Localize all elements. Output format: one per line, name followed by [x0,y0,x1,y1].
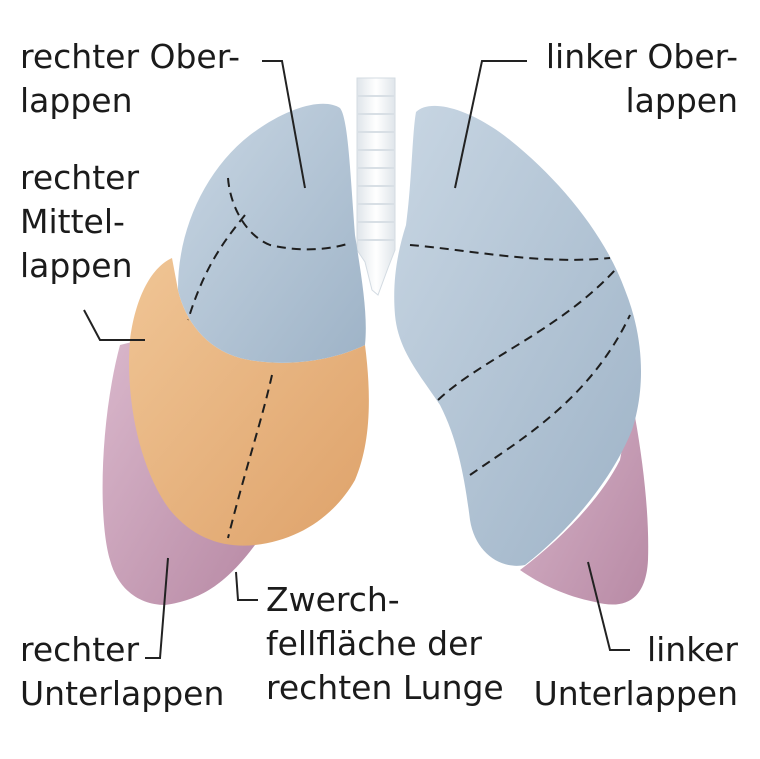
leader-right-middle [83,309,145,341]
right-lung [102,103,369,605]
leader-right-lower [145,557,169,659]
left-lower-lobe [520,345,649,605]
label-left-upper-lobe: linker Ober- lappen [545,37,738,120]
leader-lines [83,60,630,659]
label-diaphragm-surface: Zwerch- fellfläche der rechten Lunge [266,580,504,707]
leader-right-upper [262,60,306,189]
trachea [356,77,396,296]
right-middle-lobe [129,258,369,546]
right-upper-lobe [178,103,366,363]
label-right-middle-lobe: rechter Mittel- lappen [20,158,140,285]
label-left-lower-lobe: linker Unterlappen [533,630,738,713]
leader-left-upper [454,60,527,189]
label-right-upper-lobe: rechter Ober- lappen [20,37,241,120]
label-right-lower-lobe: rechter Unterlappen [20,630,225,713]
left-upper-lobe [394,105,642,566]
leader-left-lower [587,561,630,651]
left-lung [394,105,649,605]
leader-diaphragm [235,571,258,601]
